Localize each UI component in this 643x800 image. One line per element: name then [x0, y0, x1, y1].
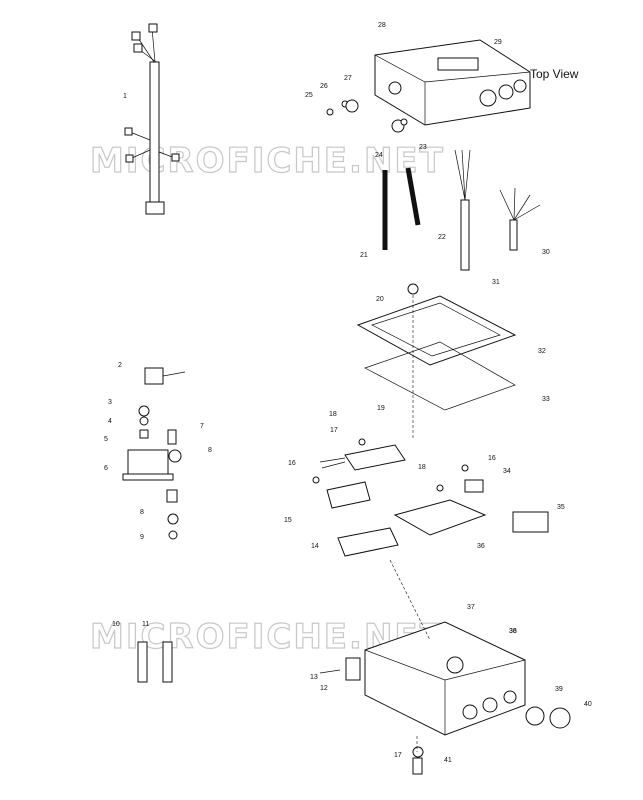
callout-17: 17	[394, 752, 402, 759]
clip-parts	[319, 657, 361, 681]
callout-2: 2	[118, 362, 122, 369]
electronics-group-part	[312, 438, 549, 557]
callout-35: 35	[557, 504, 565, 511]
callout-41: 41	[444, 757, 452, 764]
harness-30-part	[499, 187, 541, 251]
callout-14: 14	[311, 543, 319, 550]
callout-21: 21	[360, 252, 368, 259]
callout-7: 7	[200, 423, 204, 430]
gasket-part	[364, 341, 516, 411]
callout-10: 10	[112, 621, 120, 628]
callout-23: 23	[419, 144, 427, 151]
small-fastener-parts	[326, 99, 408, 133]
callout-28: 28	[378, 22, 386, 29]
callout-40: 40	[584, 701, 592, 708]
callout-13: 13	[310, 674, 318, 681]
callout-4: 4	[108, 418, 112, 425]
harness-31-part	[454, 149, 471, 271]
cable-rods-part	[382, 167, 421, 250]
callout-9: 9	[140, 534, 144, 541]
callout-32: 32	[538, 348, 546, 355]
callout-19: 19	[377, 405, 385, 412]
top-cover-part	[374, 39, 531, 126]
callout-27: 27	[344, 75, 352, 82]
wiring-harness-part	[124, 23, 180, 215]
callout-18: 18	[418, 464, 426, 471]
callout-17: 17	[330, 427, 338, 434]
callout-8: 8	[208, 447, 212, 454]
nut-20-part	[407, 283, 419, 295]
top-view-label: Top View	[530, 67, 579, 81]
lid-frame-part	[356, 295, 517, 366]
callout-15: 15	[284, 517, 292, 524]
callout-31: 31	[492, 279, 500, 286]
callout-3: 3	[108, 399, 112, 406]
callout-6: 6	[104, 465, 108, 472]
callout-5: 5	[104, 436, 108, 443]
watermark-top: MICROFICHE.NET	[90, 141, 445, 181]
callout-29: 29	[494, 39, 502, 46]
callout-11: 11	[142, 621, 149, 628]
fuse-parts	[137, 641, 173, 683]
callout-16: 16	[288, 460, 296, 467]
callout-12: 12	[320, 685, 328, 692]
callout-33: 33	[542, 396, 550, 403]
bottom-housing-part	[364, 621, 526, 736]
callout-26: 26	[320, 83, 328, 90]
callout-25: 25	[305, 92, 313, 99]
callout-16: 16	[488, 455, 496, 462]
callout-18: 18	[329, 411, 337, 418]
callout-36: 36	[477, 543, 485, 550]
callout-30: 30	[542, 249, 550, 256]
bottom-fastener-parts	[412, 746, 424, 775]
callout-24: 24	[375, 152, 383, 159]
callout-39: 39	[555, 686, 563, 693]
callout-20: 20	[376, 296, 384, 303]
solenoid-group-part	[122, 367, 186, 540]
callout-1: 1	[123, 93, 127, 100]
callout-36: 36	[509, 628, 517, 635]
callout-8: 8	[140, 509, 144, 516]
callout-37: 37	[467, 604, 475, 611]
callout-38: 38	[509, 628, 517, 635]
callout-22: 22	[438, 234, 446, 241]
grommet-parts	[525, 706, 571, 729]
callout-34: 34	[503, 468, 511, 475]
